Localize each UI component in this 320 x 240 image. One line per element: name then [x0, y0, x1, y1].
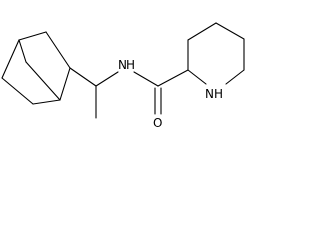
bond — [95, 71, 119, 87]
bond — [133, 71, 159, 87]
bond — [187, 69, 207, 85]
amide-hydrogen-label: H — [126, 58, 135, 72]
bond — [69, 67, 97, 87]
amide-nitrogen-label: N — [118, 58, 127, 72]
bond — [225, 69, 245, 85]
bond — [187, 22, 217, 41]
bond — [32, 99, 61, 105]
bond — [45, 31, 71, 69]
chemical-structure-diagram: N H O N H — [1, 22, 245, 130]
carbonyl-oxygen-label: O — [153, 116, 162, 130]
linker-chain — [69, 67, 119, 119]
piperidine-ring: N H — [157, 22, 245, 101]
bond — [157, 69, 189, 87]
ring-nitrogen-label: N — [205, 87, 214, 101]
bond — [59, 67, 71, 101]
amide-group: N H O — [118, 58, 162, 130]
bond — [1, 77, 34, 105]
bond — [25, 61, 61, 101]
norbornane-ring — [1, 31, 71, 105]
bond — [18, 39, 27, 63]
bond — [215, 22, 245, 40]
ring-hydrogen-label: H — [214, 87, 223, 101]
bond — [1, 39, 20, 79]
bond — [18, 31, 47, 41]
